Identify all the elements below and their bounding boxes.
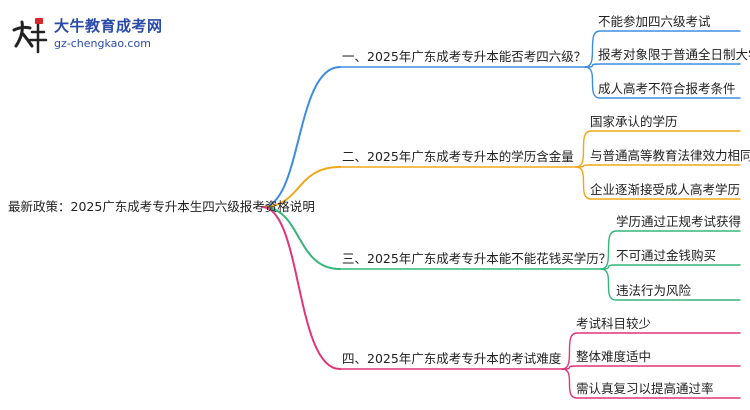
- branch-4-topic: 四、2025年广东成考专升本的考试难度: [342, 351, 562, 366]
- root-topic: 最新政策：2025广东成考专升本生四六级报考资格说明: [8, 199, 315, 214]
- connector-branch-1-leaf-2: [584, 63, 741, 68]
- connector-root-branch-4: [261, 206, 341, 370]
- branch-3-leaf-1: 学历通过正规考试获得: [616, 214, 742, 229]
- connector-branch-3-leaf-3: [600, 268, 741, 301]
- logo-name: 大牛教育成考网: [54, 17, 163, 35]
- branch-2-leaf-2: 与普通高等教育法律效力相同: [590, 148, 750, 163]
- connector-branch-2-leaf-3: [575, 166, 741, 200]
- connector-branch-4-leaf-2: [561, 365, 741, 370]
- connector-branch-4-leaf-1: [561, 332, 741, 370]
- branch-3-leaf-3: 违法行为风险: [616, 283, 692, 298]
- connector-branch-1-leaf-3: [584, 66, 741, 99]
- logo-url: gz-chengkao.com: [54, 37, 151, 50]
- connector-branch-3-leaf-1: [600, 230, 741, 270]
- branch-1-leaf-2: 报考对象限于普通全日制大学生: [598, 47, 750, 62]
- logo: 大牛教育成考网 gz-chengkao.com: [6, 12, 176, 58]
- logo-calligraphy-icon: [12, 18, 48, 54]
- connector-branch-3-leaf-2: [600, 264, 741, 270]
- branch-3-topic: 三、2025年广东成考专升本能不能花钱买学历？: [342, 251, 612, 266]
- connector-root-branch-2: [261, 166, 341, 208]
- branch-3-leaf-2: 不可通过金钱购买: [616, 248, 717, 263]
- branch-1-topic: 一、2025年广东成考专升本能否考四六级？: [342, 49, 587, 64]
- connector-root-branch-3: [261, 206, 341, 270]
- connector-branch-2-leaf-2: [575, 164, 741, 168]
- connector-root-branch-1: [261, 66, 341, 208]
- branch-2-topic: 二、2025年广东成考专升本的学历含金量: [342, 149, 574, 164]
- connector-branch-4-leaf-3: [561, 368, 741, 399]
- branch-2-leaf-3: 企业逐渐接受成人高考学历: [590, 182, 741, 197]
- branch-4-leaf-2: 整体难度适中: [576, 349, 652, 364]
- connector-branch-1-leaf-1: [584, 30, 741, 68]
- branch-4-leaf-3: 需认真复习以提高通过率: [576, 381, 714, 396]
- branch-1-leaf-3: 成人高考不符合报考条件: [598, 81, 736, 96]
- branch-2-leaf-1: 国家承认的学历: [590, 114, 678, 129]
- branch-1-leaf-1: 不能参加四六级考试: [598, 14, 711, 29]
- connector-branch-2-leaf-1: [575, 130, 741, 168]
- branch-4-leaf-1: 考试科目较少: [576, 316, 652, 331]
